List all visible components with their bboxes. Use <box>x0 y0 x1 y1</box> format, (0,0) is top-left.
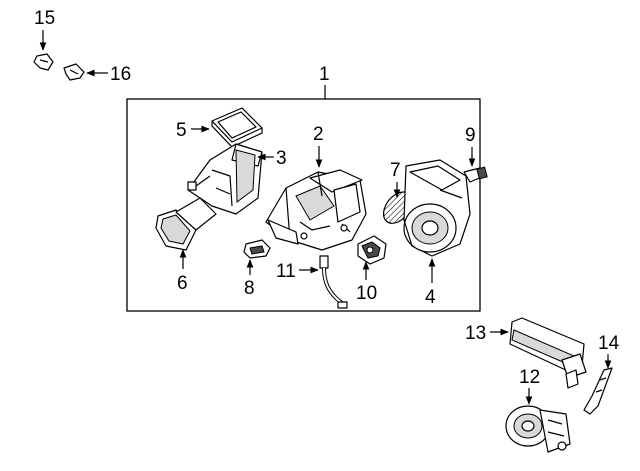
callout-12: 12 <box>519 367 540 388</box>
part-3-duct-housing <box>187 143 263 215</box>
callout-14: 14 <box>598 333 620 354</box>
part-12-blower-motor <box>505 405 571 453</box>
callout-11: 11 <box>276 261 296 282</box>
callout-7: 7 <box>390 160 401 181</box>
part-10-actuator <box>357 235 387 265</box>
callout-16: 16 <box>110 64 131 85</box>
part-4-blower-housing <box>403 159 471 257</box>
part-9-fastener <box>463 166 488 183</box>
callout-15: 15 <box>34 8 55 29</box>
part-13-duct <box>509 317 587 389</box>
callout-5: 5 <box>176 120 187 141</box>
part-15-clip <box>33 53 54 71</box>
callout-13: 13 <box>465 323 486 344</box>
callout-10: 10 <box>356 283 377 304</box>
callout-6: 6 <box>177 273 188 294</box>
callout-8: 8 <box>244 278 255 299</box>
part-16-clip <box>63 63 85 81</box>
part-14-bracket <box>583 367 613 415</box>
part-6-intake-frame <box>155 197 217 251</box>
callout-4: 4 <box>425 287 436 308</box>
callout-9: 9 <box>465 125 476 146</box>
callout-1: 1 <box>319 64 330 85</box>
part-8-resistor <box>243 239 271 259</box>
assembly-frame <box>126 98 481 312</box>
callout-2: 2 <box>313 124 324 145</box>
callout-3: 3 <box>276 148 287 169</box>
part-5-filter-frame <box>211 107 263 148</box>
part-11-hose <box>319 255 348 309</box>
part-2-hvac-case <box>265 169 367 251</box>
